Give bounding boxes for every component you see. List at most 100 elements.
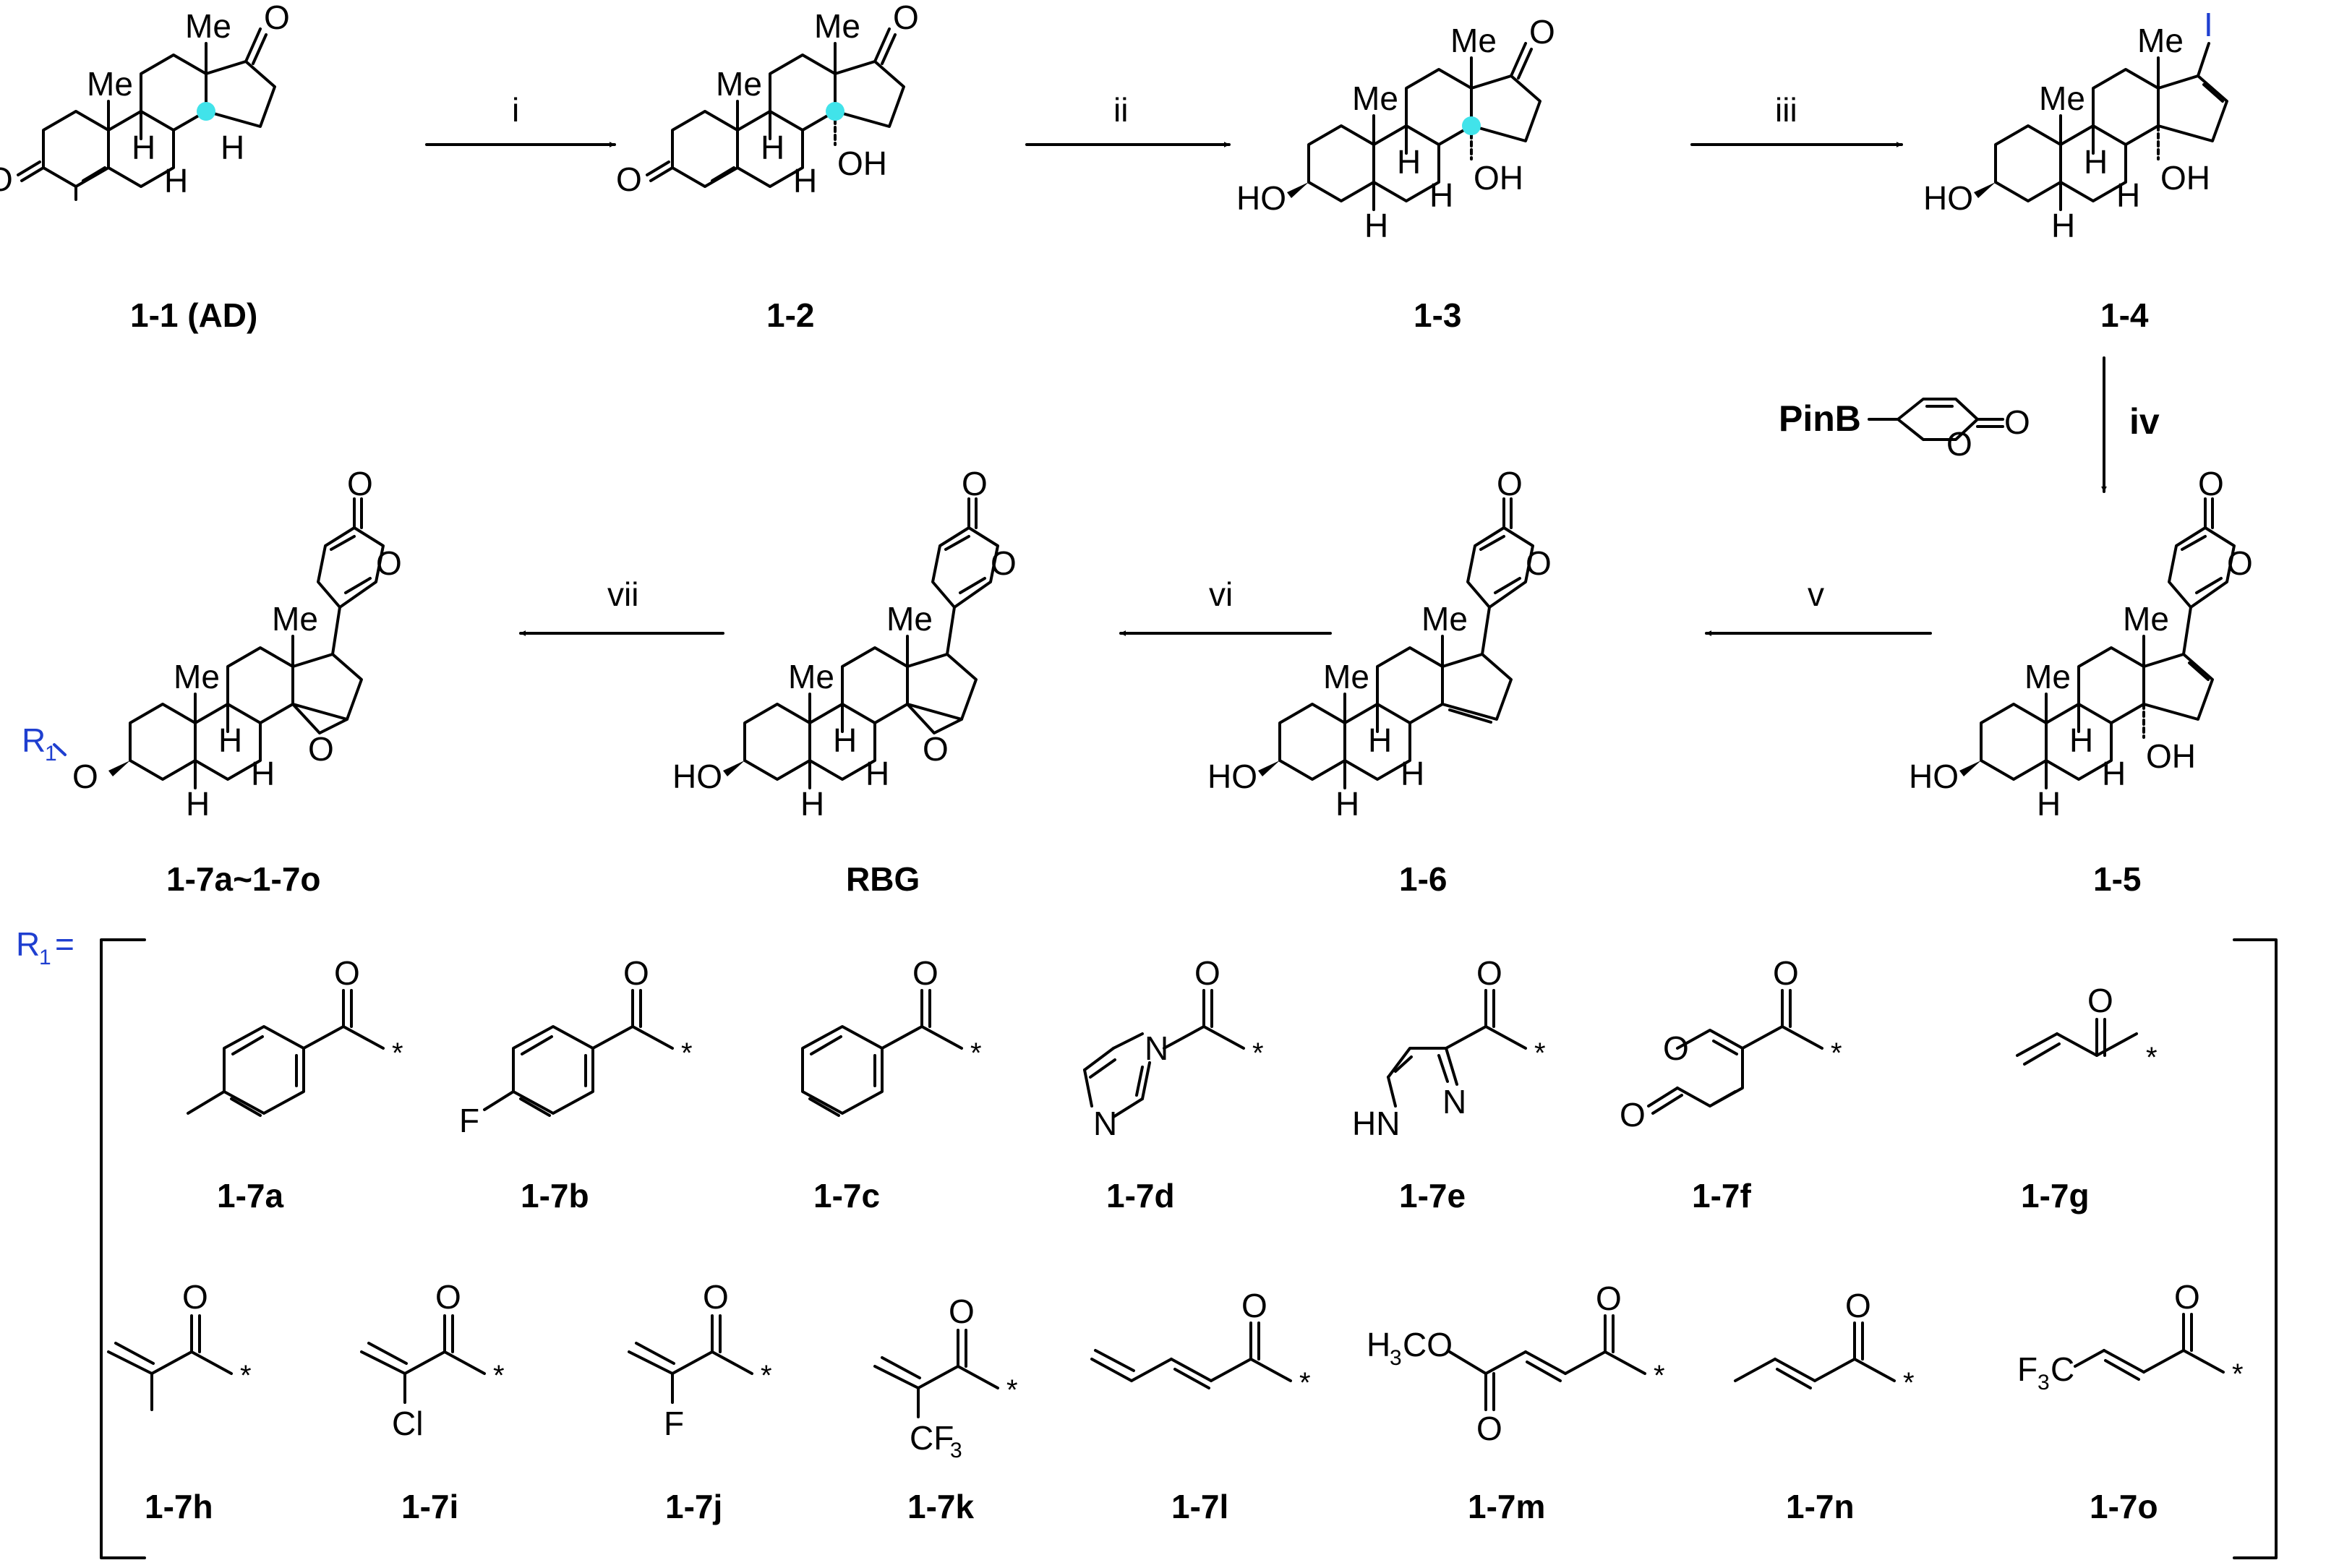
svg-text:O: O bbox=[1241, 1287, 1267, 1324]
svg-text:O: O bbox=[616, 160, 642, 198]
svg-text:*: * bbox=[1006, 1374, 1018, 1406]
svg-text:F: F bbox=[459, 1102, 479, 1139]
reagent-pinb-pyrone: PinB O O bbox=[1779, 398, 2030, 463]
sub-label-1-7k: 1-7k bbox=[907, 1488, 974, 1525]
step-label-iii: iii bbox=[1775, 91, 1797, 129]
highlight-dot bbox=[1462, 116, 1481, 135]
svg-text:H: H bbox=[761, 129, 784, 166]
sub-label-1-7b: 1-7b bbox=[521, 1177, 589, 1214]
svg-text:*: * bbox=[1252, 1037, 1264, 1069]
svg-text:H: H bbox=[1367, 1326, 1390, 1363]
svg-text:Me: Me bbox=[814, 7, 860, 45]
svg-text:H: H bbox=[218, 721, 242, 759]
svg-text:H: H bbox=[2051, 207, 2075, 244]
svg-text:O: O bbox=[264, 0, 290, 36]
svg-text:OH: OH bbox=[2160, 159, 2210, 197]
sub-label-1-7a: 1-7a bbox=[217, 1177, 283, 1214]
svg-text:I: I bbox=[2204, 6, 2213, 43]
svg-text:Me: Me bbox=[2039, 80, 2085, 117]
highlight-dot bbox=[197, 102, 215, 121]
svg-text:HO: HO bbox=[1207, 758, 1257, 795]
step-label-iv: iv bbox=[2129, 401, 2160, 442]
substituent-1-7d: N N O * bbox=[1083, 954, 1264, 1142]
svg-text:*: * bbox=[1831, 1037, 1842, 1069]
svg-text:OH: OH bbox=[837, 145, 887, 182]
svg-text:O: O bbox=[912, 954, 938, 992]
svg-text:H: H bbox=[1397, 143, 1421, 181]
svg-text:*: * bbox=[1534, 1037, 1546, 1069]
sub-label-1-7n: 1-7n bbox=[1786, 1488, 1855, 1525]
svg-text:PinB: PinB bbox=[1779, 398, 1861, 439]
svg-text:Me: Me bbox=[2123, 600, 2169, 638]
svg-text:HO: HO bbox=[1236, 179, 1286, 217]
svg-text:O: O bbox=[2227, 544, 2253, 582]
svg-text:O: O bbox=[1476, 954, 1502, 992]
svg-text:R: R bbox=[22, 721, 46, 759]
svg-text:H: H bbox=[1368, 721, 1392, 759]
sub-label-1-7i: 1-7i bbox=[401, 1488, 458, 1525]
svg-text:O: O bbox=[1620, 1096, 1646, 1134]
svg-text:O: O bbox=[2198, 465, 2224, 502]
svg-text:O: O bbox=[347, 465, 373, 502]
svg-text:H: H bbox=[2102, 755, 2126, 792]
svg-text:Me: Me bbox=[1421, 600, 1468, 638]
svg-text:O: O bbox=[72, 758, 98, 795]
compound-label-1-3: 1-3 bbox=[1414, 296, 1461, 334]
svg-text:HN: HN bbox=[1352, 1105, 1400, 1142]
svg-text:N: N bbox=[1093, 1105, 1117, 1142]
svg-text:*: * bbox=[761, 1360, 772, 1392]
svg-text:Me: Me bbox=[185, 7, 231, 45]
svg-text:3: 3 bbox=[950, 1439, 962, 1462]
svg-text:H: H bbox=[251, 755, 275, 792]
svg-text:O: O bbox=[308, 730, 334, 768]
bracket-right bbox=[2233, 938, 2278, 1559]
svg-text:H: H bbox=[2037, 785, 2061, 823]
substituent-1-7l: O * bbox=[1090, 1287, 1311, 1399]
substituent-1-7g: O * bbox=[2016, 982, 2158, 1074]
svg-text:F: F bbox=[2017, 1350, 2037, 1388]
svg-text:OH: OH bbox=[1474, 159, 1523, 197]
svg-text:H: H bbox=[132, 129, 155, 166]
compound-label-1-6: 1-6 bbox=[1399, 860, 1447, 898]
substituent-1-7o: F 3 C O * bbox=[2017, 1278, 2244, 1395]
svg-text:*: * bbox=[1299, 1367, 1311, 1399]
svg-text:3: 3 bbox=[1390, 1346, 1402, 1370]
svg-text:*: * bbox=[681, 1037, 693, 1069]
svg-text:*: * bbox=[493, 1360, 505, 1392]
r1-legend-eq: = bbox=[55, 925, 74, 963]
svg-text:Me: Me bbox=[788, 658, 834, 695]
r1-legend-sub: 1 bbox=[39, 946, 51, 969]
substituent-1-7b: F O * bbox=[459, 954, 693, 1139]
svg-text:1: 1 bbox=[45, 742, 57, 766]
sub-label-1-7j: 1-7j bbox=[665, 1488, 722, 1525]
sub-label-1-7f: 1-7f bbox=[1692, 1177, 1751, 1214]
svg-text:O: O bbox=[991, 544, 1017, 582]
svg-text:O: O bbox=[1526, 544, 1552, 582]
svg-text:Me: Me bbox=[174, 658, 220, 695]
svg-text:*: * bbox=[2232, 1358, 2244, 1390]
svg-text:Me: Me bbox=[1352, 80, 1398, 117]
compound-1-2: O Me Me H H OH O bbox=[616, 0, 919, 200]
substituent-1-7m: H 3 CO O O * bbox=[1367, 1280, 1665, 1447]
step-label-v: v bbox=[1808, 575, 1824, 613]
svg-text:Me: Me bbox=[886, 600, 933, 638]
svg-text:N: N bbox=[1442, 1083, 1466, 1121]
compound-label-1-1: 1-1 (AD) bbox=[130, 296, 257, 334]
svg-text:H: H bbox=[1429, 176, 1453, 214]
svg-text:O: O bbox=[2087, 982, 2113, 1019]
svg-text:CO: CO bbox=[1403, 1326, 1453, 1363]
svg-text:H: H bbox=[164, 162, 188, 200]
svg-text:O: O bbox=[1194, 954, 1220, 992]
svg-text:O: O bbox=[1529, 13, 1555, 51]
compound-1-7: R 1 O Me Me H H H O O O bbox=[22, 465, 402, 823]
svg-text:OH: OH bbox=[2146, 737, 2196, 775]
svg-text:H: H bbox=[800, 785, 824, 823]
bracket-left bbox=[100, 938, 146, 1559]
svg-text:H: H bbox=[2069, 721, 2093, 759]
svg-text:O: O bbox=[962, 465, 988, 502]
svg-text:HO: HO bbox=[672, 758, 722, 795]
step-label-vii: vii bbox=[607, 575, 638, 613]
step-label-ii: ii bbox=[1113, 91, 1128, 129]
svg-text:O: O bbox=[949, 1293, 975, 1330]
svg-text:O: O bbox=[623, 954, 649, 992]
